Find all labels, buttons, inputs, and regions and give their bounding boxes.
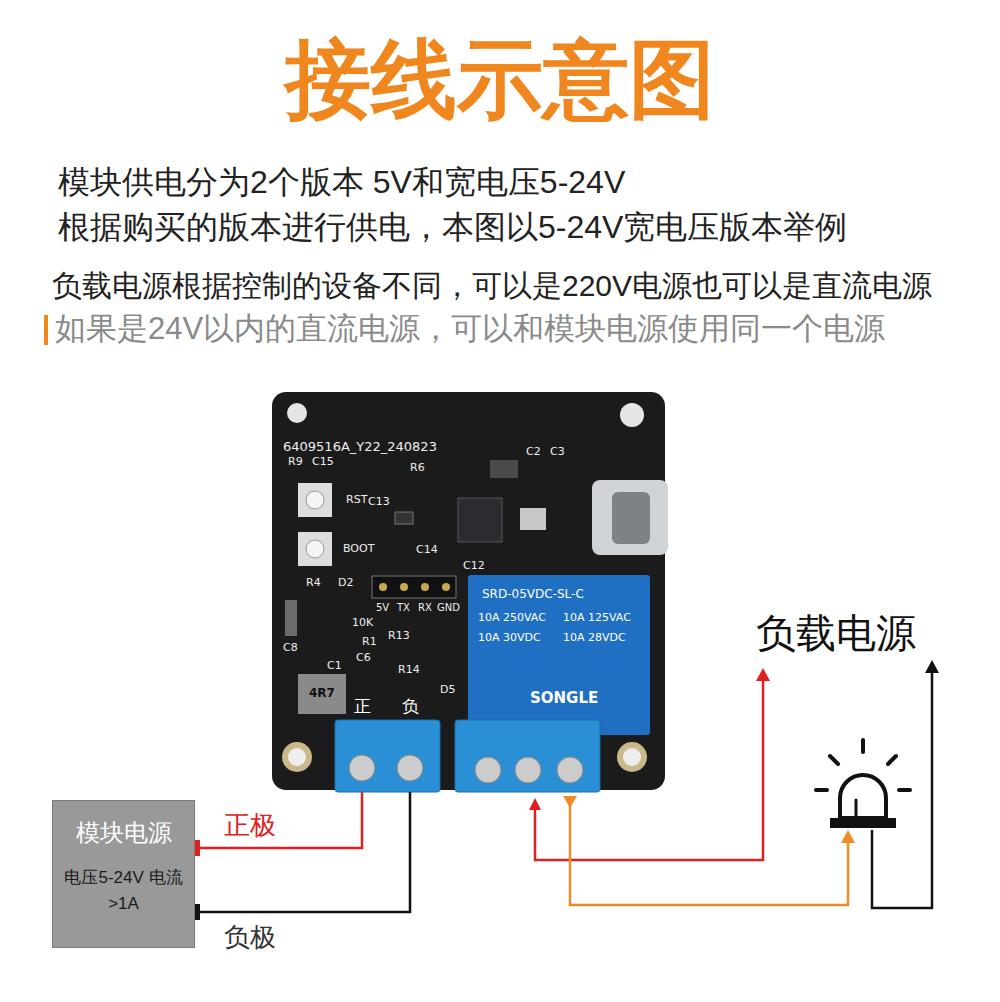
boot-button <box>298 532 332 566</box>
arrowhead <box>925 660 939 673</box>
mounting-hole <box>288 748 306 766</box>
terminal-block <box>455 720 600 792</box>
silkscreen-label: R14 <box>398 664 420 677</box>
screw <box>475 757 501 783</box>
wire-label: 负极 <box>224 923 276 953</box>
boot-button <box>306 540 324 558</box>
pin <box>379 583 387 591</box>
silkscreen-label: C14 <box>416 544 438 557</box>
silkscreen-label: 6409516A_Y22_240823 <box>283 440 437 455</box>
lamp-ray <box>816 788 827 792</box>
arrowhead <box>529 798 541 810</box>
mounting-hole <box>282 742 312 772</box>
silkscreen-label: C13 <box>368 496 390 509</box>
box-heading: 模块电源 <box>76 815 172 851</box>
box-body: 电压5-24V 电流>1A <box>64 865 184 916</box>
lamp-symbol <box>816 740 910 828</box>
silkscreen-label: R1 <box>362 636 377 649</box>
usb-c-port <box>592 480 668 555</box>
smd-part <box>490 460 518 478</box>
mcu-chip <box>458 498 502 542</box>
silkscreen-label: 5V <box>376 602 389 614</box>
mounting-hole <box>620 403 644 427</box>
pin <box>442 583 450 591</box>
silkscreen-label: 10A 125VAC <box>563 612 631 625</box>
silkscreen-label: 正 <box>354 697 371 717</box>
note-bar <box>44 315 48 345</box>
mounting-hole <box>287 403 307 423</box>
rst-button <box>306 491 324 509</box>
inductor <box>298 674 346 714</box>
silkscreen-label: 10A 250VAC <box>478 612 546 625</box>
load-wire <box>570 804 848 905</box>
lamp-ray <box>888 756 896 764</box>
mounting-hole <box>617 742 647 772</box>
silkscreen-label: R4 <box>306 577 321 590</box>
rst-button <box>298 483 332 517</box>
silkscreen-label: SRD-05VDC-SL-C <box>482 588 584 602</box>
page-title: 接线示意图 <box>0 30 1000 129</box>
lamp-ray <box>899 788 910 792</box>
silkscreen-label: R6 <box>410 462 425 475</box>
silkscreen-label: D2 <box>338 577 353 590</box>
silkscreen-label: 10A 30VDC <box>478 632 541 645</box>
silkscreen-label: TX <box>397 602 410 614</box>
usb-c-port <box>612 492 650 544</box>
silkscreen-label: C2 <box>526 446 541 459</box>
silkscreen-label: C6 <box>356 652 371 665</box>
screw <box>397 755 423 781</box>
silkscreen-label: 4R7 <box>309 687 335 701</box>
arrowhead <box>841 830 855 843</box>
transistor <box>395 512 413 524</box>
lamp-dome <box>840 775 886 818</box>
screw <box>349 755 375 781</box>
silkscreen-label: RST <box>346 494 367 507</box>
note-text: 模块供电分为2个版本 5V和宽电压5-24V <box>58 164 625 201</box>
lamp-base <box>830 818 896 828</box>
silkscreen-label: C8 <box>283 642 298 655</box>
note-text: 负载电源根据控制的设备不同，可以是220V电源也可以是直流电源 <box>52 269 932 304</box>
silkscreen-label: RX <box>418 602 432 614</box>
terminal-block <box>335 720 440 792</box>
wire-label: 负载电源 <box>756 610 916 656</box>
silkscreen-label: BOOT <box>343 543 374 556</box>
arrowhead <box>756 668 770 681</box>
silkscreen-label: 10A 28VDC <box>563 632 626 645</box>
screw <box>515 757 541 783</box>
silkscreen-label: C15 <box>312 456 334 469</box>
silkscreen-label: C3 <box>550 446 565 459</box>
pin-header <box>372 576 456 598</box>
wire-label: 正极 <box>224 811 276 841</box>
power-supply-box: 模块电源电压5-24V 电流>1A <box>52 800 195 948</box>
relay <box>468 575 650 735</box>
silkscreen-label: C1 <box>327 660 342 673</box>
silkscreen-label: 10K <box>352 617 373 630</box>
mounting-hole <box>623 748 641 766</box>
screw <box>557 757 583 783</box>
lamp-filament <box>855 800 858 816</box>
note-text: 根据购买的版本进行供电，本图以5-24V宽电压版本举例 <box>58 209 847 246</box>
silkscreen-label: C12 <box>463 560 485 573</box>
negative-wire <box>198 792 410 912</box>
silkscreen-label: 负 <box>402 697 419 717</box>
silkscreen-label: SONGLE <box>530 690 598 707</box>
note-text: 如果是24V以内的直流电源，可以和模块电源使用同一个电源 <box>55 311 885 347</box>
crystal <box>520 508 546 530</box>
silkscreen-label: D5 <box>440 684 455 697</box>
silkscreen-label: GND <box>437 602 460 614</box>
silkscreen-label: R13 <box>388 630 410 643</box>
arrowhead <box>563 796 577 808</box>
silkscreen-label: R9 <box>288 456 303 469</box>
positive-wire <box>198 792 362 848</box>
lamp-ray <box>861 740 865 752</box>
lamp-ray <box>830 756 838 764</box>
capacitor <box>285 600 297 636</box>
pin <box>400 583 408 591</box>
pin <box>421 583 429 591</box>
